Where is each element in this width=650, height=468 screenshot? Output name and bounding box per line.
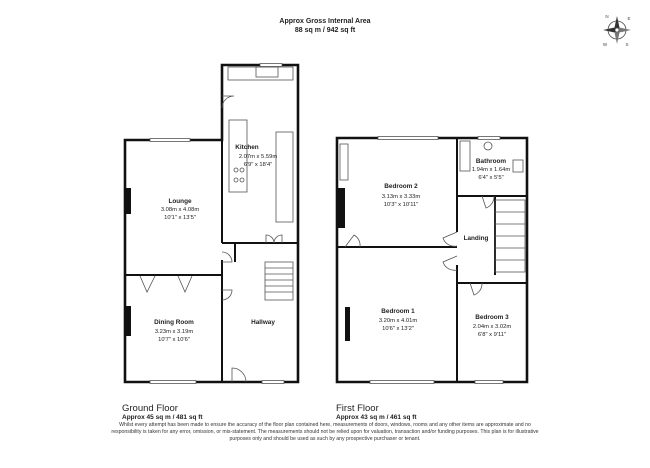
basin [483, 141, 493, 151]
bathroom-dim-m: 1.94m x 1.64m [472, 167, 511, 173]
door-bed2 [442, 231, 458, 247]
door-front [231, 367, 247, 383]
door-bed1 [442, 255, 458, 271]
lounge-dim-m: 3.08m x 4.08m [161, 207, 200, 213]
window-lounge [149, 138, 191, 142]
lounge-dim-ft: 10'1" x 13'5" [164, 215, 196, 221]
kitchen-counter-right [275, 131, 294, 223]
first-floor-title: First Floor [336, 403, 379, 414]
bedroom2-dim-m: 3.13m x 3.33m [382, 194, 421, 200]
door-kitchen-lounge [221, 95, 235, 109]
bath-tub [459, 140, 471, 172]
hallway-label: Hallway [251, 319, 275, 326]
compass-w: W [603, 42, 608, 47]
lounge-fireplace [125, 188, 131, 214]
bedroom1-label: Bedroom 1 [381, 308, 415, 315]
kitchen-dim-m: 2.07m x 5.59m [239, 154, 278, 160]
kitchen-sink [255, 66, 279, 78]
door-lounge-hall [221, 251, 233, 263]
disclaimer-text: Whilst every attempt has been made to en… [111, 422, 539, 443]
first-floor-area: Approx 43 sq m / 461 sq ft [336, 414, 417, 421]
compass-e: E [627, 16, 630, 21]
dining-label: Dining Room [154, 319, 194, 326]
window-bath [477, 136, 501, 140]
door-kitchen-hall-2 [273, 234, 283, 244]
stairs-ground [264, 261, 294, 301]
ground-floor-title: Ground Floor [122, 403, 178, 414]
first-floor-outer-wall [335, 136, 529, 384]
kitchen-dim-ft: 6'9" x 18'4" [244, 162, 273, 168]
door-dining-hall [221, 289, 233, 301]
hob-ring [239, 167, 245, 173]
door-bath [481, 195, 495, 209]
header-subtitle: 88 sq m / 942 sq ft [294, 27, 356, 34]
bedroom2-dim-ft: 10'3" x 10'11" [384, 202, 419, 208]
bedroom3-dim-ft: 6'8" x 9'11" [478, 332, 506, 338]
folding-door [139, 275, 156, 293]
window-bed3 [474, 380, 504, 384]
kitchen-label: Kitchen [235, 144, 259, 151]
door-cupboard [344, 234, 361, 248]
dining-fireplace [125, 306, 131, 336]
dining-dim-ft: 10'7" x 10'6" [158, 337, 190, 343]
bedroom1-dim-ft: 10'6" x 13'2" [382, 326, 414, 332]
window-kitchen [259, 63, 283, 67]
ground-floor-area: Approx 45 sq m / 481 sq ft [122, 414, 203, 421]
bedroom3-dim-m: 2.04m x 3.02m [473, 324, 512, 330]
hob-ring [233, 177, 239, 183]
hob-ring [239, 177, 245, 183]
bathroom-label: Bathroom [476, 158, 506, 165]
dining-dim-m: 3.23m x 3.19m [155, 329, 194, 335]
compass-n: N [605, 14, 608, 19]
window-bed1 [369, 380, 435, 384]
bathroom-dim-ft: 6'4" x 5'5" [478, 175, 503, 181]
landing-label: Landing [464, 235, 489, 242]
door-bed3 [469, 282, 483, 296]
toilet [512, 159, 524, 173]
hob-ring [233, 167, 239, 173]
kitchen-counter-left [228, 119, 248, 193]
bedroom3-label: Bedroom 3 [475, 314, 509, 321]
lounge-label: Lounge [168, 198, 192, 205]
ground-floor-outer-wall [123, 63, 300, 384]
window-front [261, 380, 285, 384]
bed2-chimney [337, 188, 345, 228]
bedroom1-dim-m: 3.20m x 4.01m [379, 318, 418, 324]
header-title: Approx Gross Internal Area [279, 18, 371, 25]
folding-door [177, 275, 193, 293]
compass-icon: N S E W [603, 14, 631, 47]
bed1-chimney [345, 307, 350, 341]
bedroom2-label: Bedroom 2 [384, 183, 418, 190]
window-bed2 [377, 136, 439, 140]
window-dining [149, 380, 197, 384]
wardrobe [339, 143, 349, 181]
kitchen-top-counter [227, 66, 294, 81]
compass-s: S [625, 42, 628, 47]
door-kitchen-hall [265, 234, 275, 244]
